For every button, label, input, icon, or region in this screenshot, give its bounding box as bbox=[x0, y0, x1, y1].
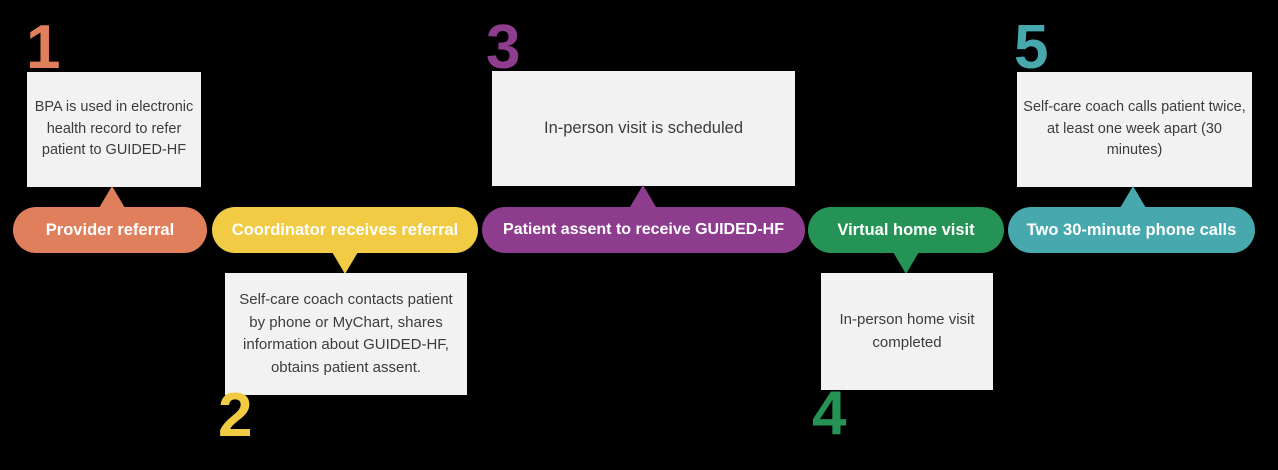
step-4-pill-tail bbox=[893, 252, 919, 274]
step-5-detail-text: Self-care coach calls patient twice, at … bbox=[1023, 98, 1246, 159]
step-3-detail-box: In-person visit is scheduled bbox=[492, 71, 795, 186]
step-2-number: 2 bbox=[218, 381, 253, 450]
step-4-pill-label: Virtual home visit bbox=[837, 220, 975, 239]
step-1-number: 1 bbox=[26, 13, 61, 82]
step-2-pill-label: Coordinator receives referral bbox=[231, 220, 459, 239]
step-4-pill: Virtual home visit bbox=[808, 207, 1004, 253]
step-1-pill-label: Provider referral bbox=[45, 220, 175, 239]
step-4-detail-text: In-person home visit completed bbox=[839, 311, 975, 351]
step-4-detail-box: In-person home visit completed bbox=[821, 273, 993, 390]
step-2-pill: Coordinator receives referral bbox=[212, 207, 478, 253]
step-5-pill-tail bbox=[1120, 186, 1146, 208]
step-3-detail-text: In-person visit is scheduled bbox=[543, 119, 743, 138]
step-5-number: 5 bbox=[1014, 13, 1049, 82]
step-5-pill-label: Two 30-minute phone calls bbox=[1026, 220, 1237, 239]
step-3-pill: Patient assent to receive GUIDED-HF bbox=[482, 207, 805, 253]
step-5-pill: Two 30-minute phone calls bbox=[1008, 207, 1255, 253]
step-3-number: 3 bbox=[486, 13, 521, 82]
step-3-pill-label: Patient assent to receive GUIDED-HF bbox=[503, 221, 784, 238]
step-2-detail-box: Self-care coach contacts patient by phon… bbox=[225, 273, 467, 395]
step-1-detail-text: BPA is used in electronic health record … bbox=[34, 98, 194, 159]
step-1-pill-tail bbox=[99, 186, 125, 208]
step-1-detail-box: BPA is used in electronic health record … bbox=[27, 72, 201, 187]
step-5-detail-box: Self-care coach calls patient twice, at … bbox=[1017, 72, 1252, 187]
step-2-detail-text: Self-care coach contacts patient by phon… bbox=[239, 291, 453, 376]
step-2-pill-tail bbox=[332, 252, 358, 274]
step-4-number: 4 bbox=[812, 379, 847, 448]
step-3-pill-tail bbox=[630, 185, 656, 207]
step-1-pill: Provider referral bbox=[13, 207, 207, 253]
